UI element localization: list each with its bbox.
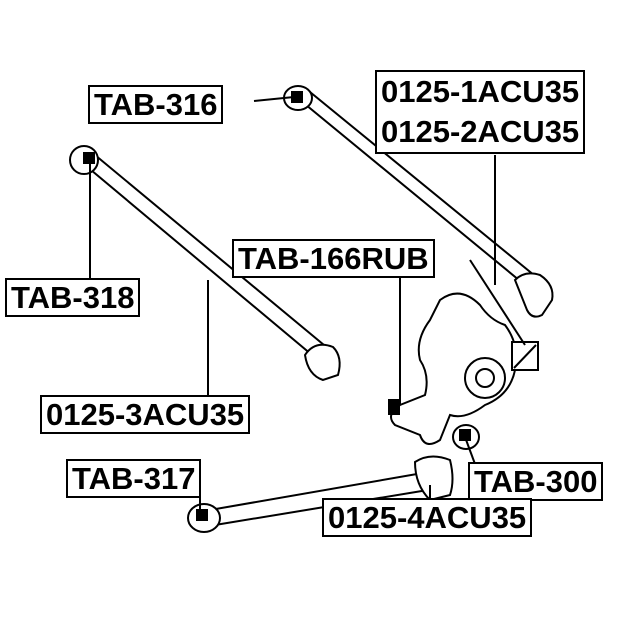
label-tab-166rub[interactable]: TAB-166RUB — [232, 239, 435, 278]
label-0125-4acu35[interactable]: 0125-4ACU35 — [322, 498, 533, 537]
label-0125-2acu35[interactable]: 0125-2ACU35 — [381, 114, 580, 149]
steering-knuckle — [388, 292, 539, 450]
label-tab-318[interactable]: TAB-318 — [5, 278, 141, 317]
label-0125-1acu35[interactable]: 0125-1ACU35 — [381, 74, 580, 109]
upper-control-arm — [283, 85, 554, 318]
label-tab-316[interactable]: TAB-316 — [88, 85, 224, 124]
label-0125-3acu35[interactable]: 0125-3ACU35 — [40, 395, 251, 434]
label-tab-317[interactable]: TAB-317 — [66, 459, 202, 498]
label-0125-acu35-group[interactable]: 0125-1ACU35 0125-2ACU35 — [375, 70, 586, 154]
lower-control-arm — [187, 455, 454, 533]
label-tab-300[interactable]: TAB-300 — [468, 462, 604, 501]
leader-lines — [89, 96, 526, 515]
